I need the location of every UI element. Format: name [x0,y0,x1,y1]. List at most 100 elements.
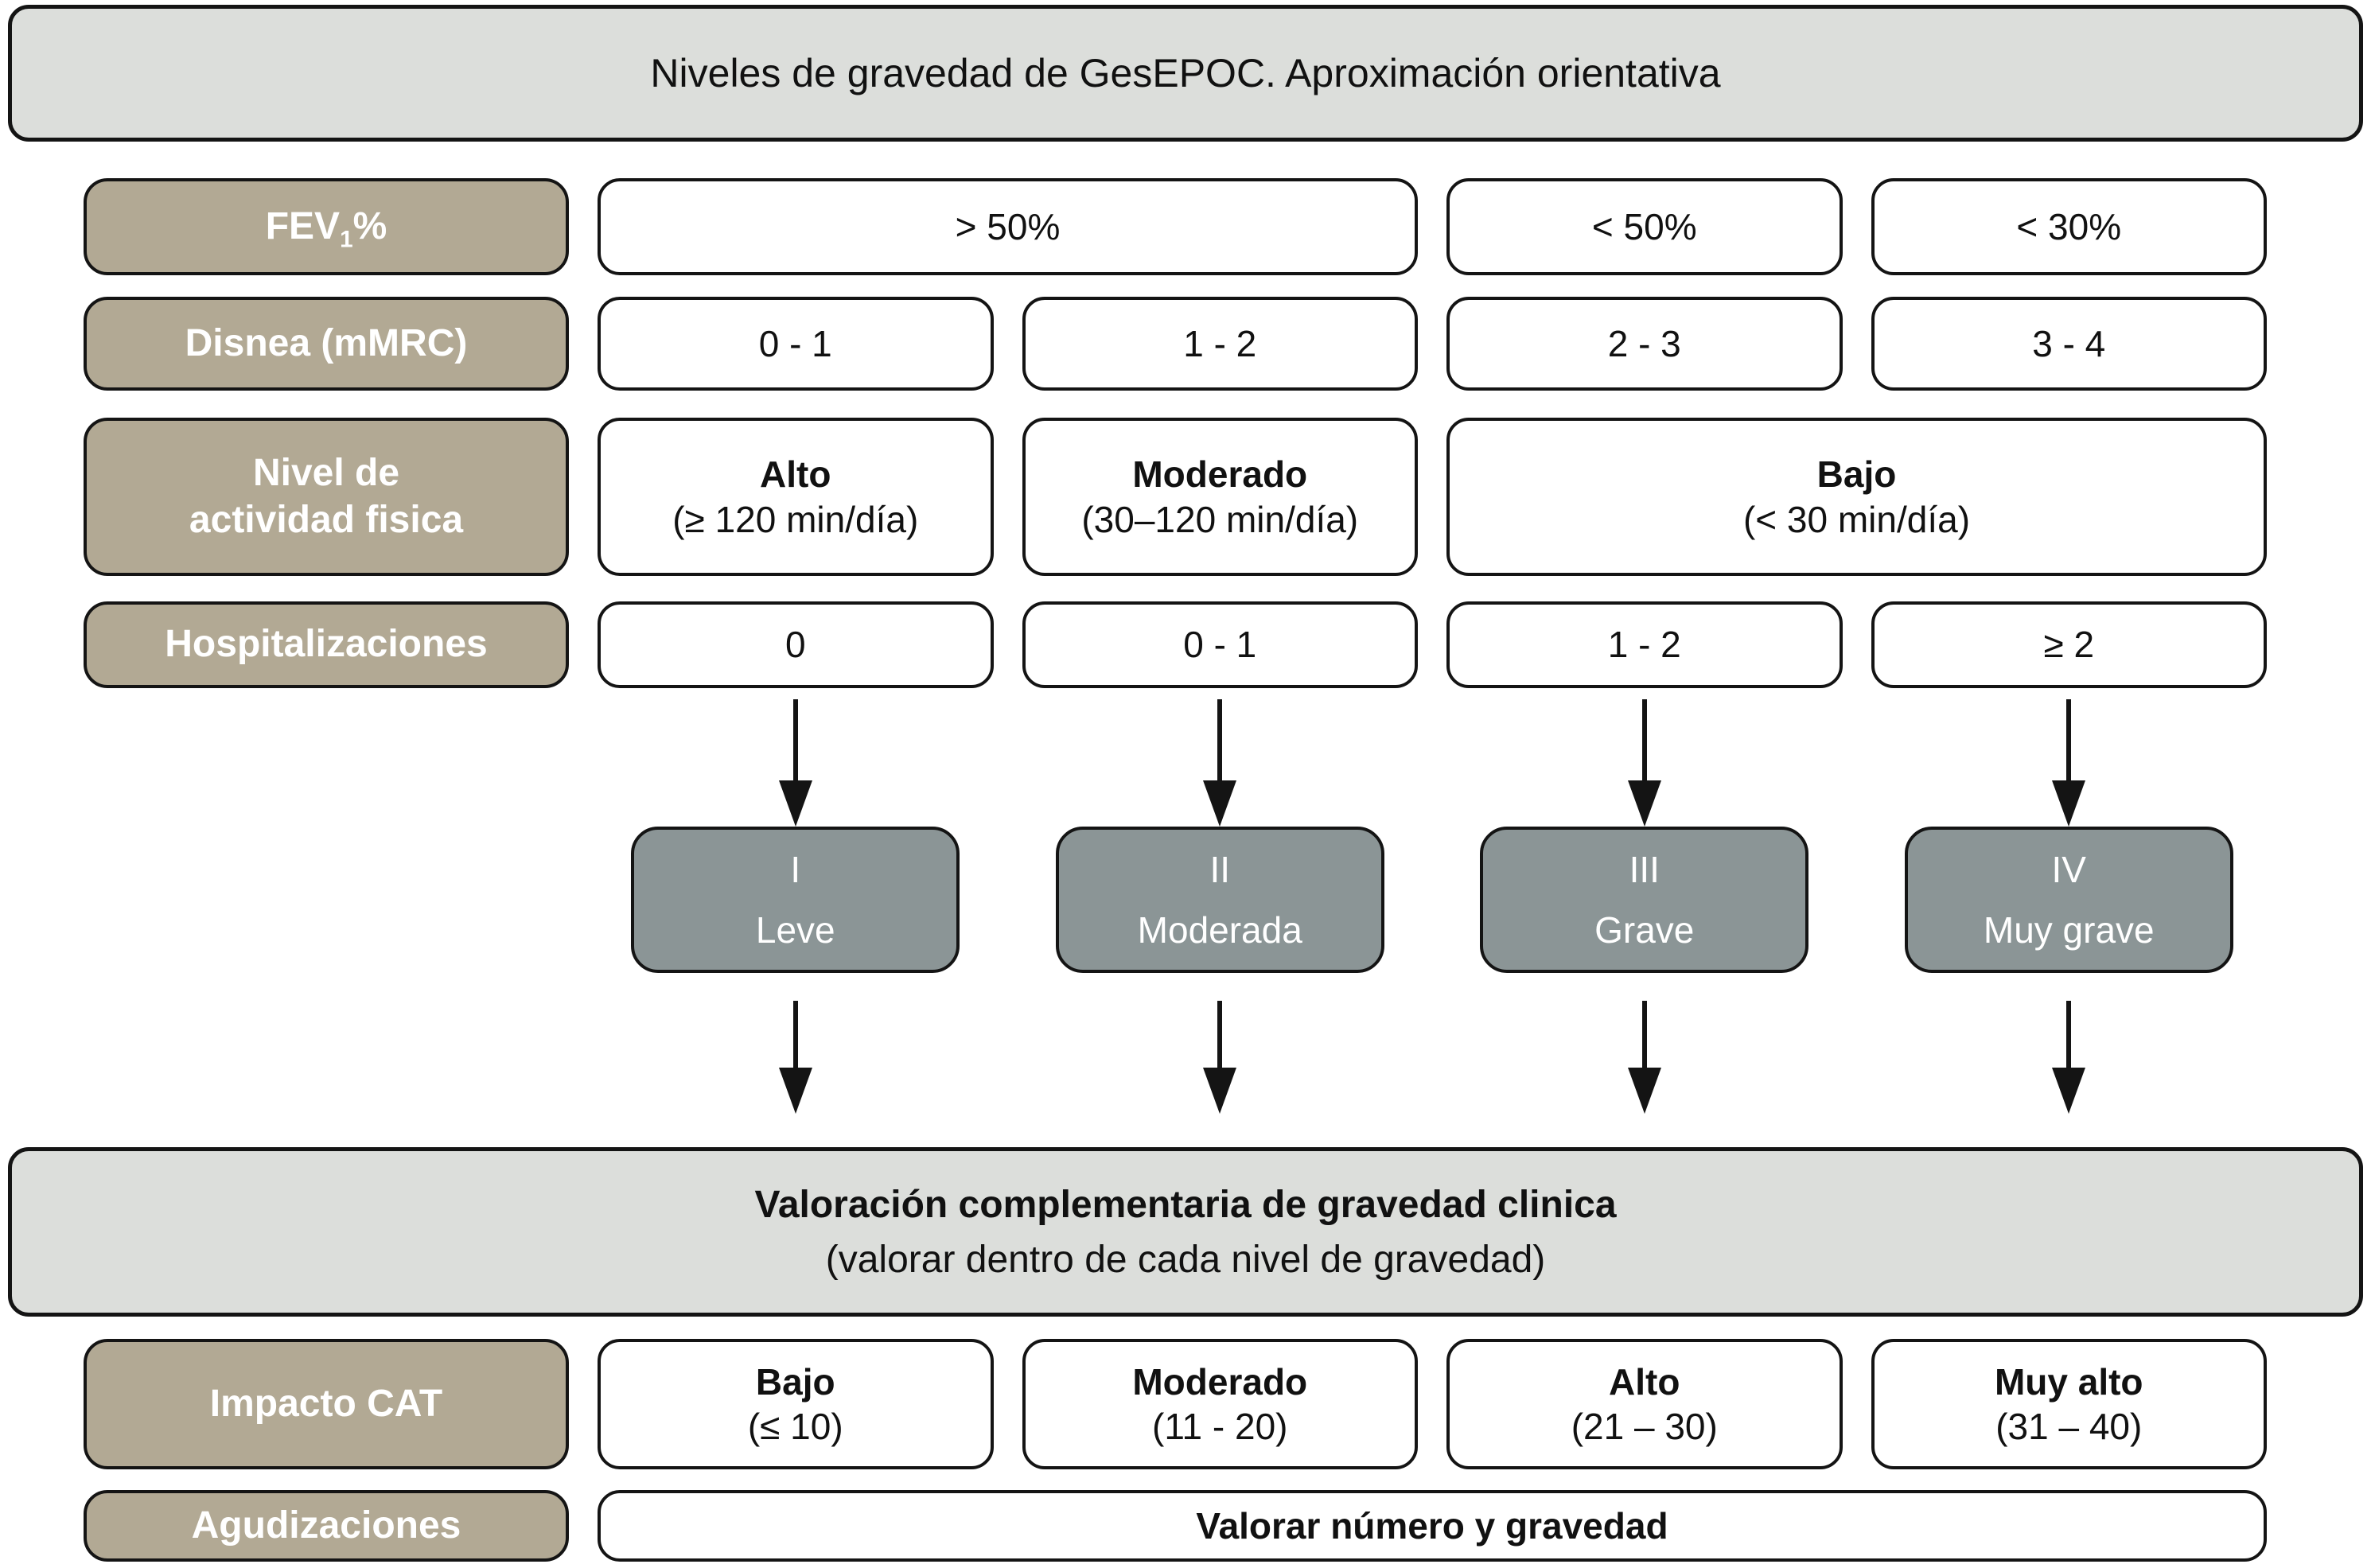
fev1-label-post: % [352,204,387,247]
down-arrow-icon [1446,1001,1843,1114]
actividad-label-line2: actividad fisica [189,498,464,541]
impacto-cat-label: Impacto CAT [84,1339,569,1469]
down-arrow-icon [1022,1001,1419,1114]
down-arrow-icon [1871,1001,2268,1114]
cat-value-muy-alto: Muy alto (31 – 40) [1871,1339,2267,1469]
disnea-value-4: 3 - 4 [1871,297,2267,391]
arrow-head [1627,780,1661,827]
disnea-value-4-text: 3 - 4 [2032,322,2106,364]
hosp-value-3: 1 - 2 [1446,601,1843,688]
level-4-numeral: IV [2051,849,2086,890]
actividad-bajo-title: Bajo [1816,453,1897,496]
fev1-label-pre: FEV [265,204,341,247]
disnea-value-3: 2 - 3 [1446,297,1843,391]
hosp-value-1-text: 0 [784,624,806,666]
diagram-title: Niveles de gravedad de GesEPOC. Aproxima… [650,51,1721,95]
level-box-1-leve: I Leve [631,827,960,973]
actividad-value-bajo: Bajo (< 30 min/día) [1446,418,2267,576]
arrows-to-levels [0,688,2371,827]
assessment-subtitle: (valorar dentro de cada nivel de graveda… [825,1238,1546,1281]
arrow-shaft [792,1001,798,1068]
fev1-value-gt50: > 50% [598,178,1418,275]
assessment-bar: Valoración complementaria de gravedad cl… [8,1147,2363,1317]
fev1-value-lt50-text: < 50% [1591,205,1697,247]
hospitalizaciones-label: Hospitalizaciones [84,601,569,688]
cat-value-moderado: Moderado (11 - 20) [1022,1339,1418,1469]
actividad-bajo-range: (< 30 min/día) [1742,498,1971,540]
arrow-head [1203,1068,1237,1114]
cat-alto-range: (21 – 30) [1571,1406,1718,1447]
disnea-value-1-text: 0 - 1 [758,322,832,364]
fev1-label-text: FEV1% [266,204,387,251]
actividad-value-moderado: Moderado (30–120 min/día) [1022,418,1418,576]
actividad-label-line1: Nivel de [252,451,400,494]
assessment-title: Valoración complementaria de gravedad cl… [754,1183,1617,1226]
level-box-3-grave: III Grave [1480,827,1809,973]
hosp-value-3-text: 1 - 2 [1607,624,1681,666]
level-box-2-moderada: II Moderada [1055,827,1384,973]
arrow-head [1627,1068,1661,1114]
level-2-name: Moderada [1137,909,1302,951]
fev1-value-gt50-text: > 50% [955,205,1061,247]
fev1-label: FEV1% [84,178,569,275]
actividad-moderado-title: Moderado [1132,453,1308,496]
actividad-alto-range: (≥ 120 min/día) [672,498,919,540]
actividad-moderado-range: (30–120 min/día) [1081,498,1359,540]
impacto-cat-label-text: Impacto CAT [209,1382,443,1425]
hosp-value-4-text: ≥ 2 [2043,624,2095,666]
hospitalizaciones-label-text: Hospitalizaciones [165,623,488,666]
cat-muy-alto-title: Muy alto [1994,1360,2143,1403]
level-1-name: Leve [755,909,835,951]
down-arrow-icon [598,1001,994,1114]
row-fev1: FEV1% > 50% < 50% < 30% [0,178,2371,275]
level-3-numeral: III [1629,849,1660,890]
agudizaciones-label-text: Agudizaciones [191,1504,461,1547]
level-box-4-muy-grave: IV Muy grave [1904,827,2233,973]
level-4-name: Muy grave [1983,909,2155,951]
hosp-value-2: 0 - 1 [1022,601,1418,688]
actividad-value-alto: Alto (≥ 120 min/día) [598,418,994,576]
disnea-label-text: Disnea (mMRC) [185,321,468,364]
cat-bajo-range: (≤ 10) [747,1406,843,1447]
row-agudizaciones: Agudizaciones Valorar número y gravedad [0,1490,2371,1562]
arrow-shaft [1217,1001,1223,1068]
agudizaciones-value: Valorar número y gravedad [598,1490,2267,1562]
level-3-name: Grave [1594,909,1695,951]
arrow-head [778,1068,812,1114]
cat-moderado-title: Moderado [1132,1360,1308,1403]
arrow-head [2052,1068,2086,1114]
arrow-shaft [792,699,798,780]
down-arrow-icon [1871,699,2268,827]
title-bar: Niveles de gravedad de GesEPOC. Aproxima… [8,5,2363,142]
actividad-alto-title: Alto [760,453,831,496]
arrows-to-assessment [0,973,2371,1147]
disnea-value-3-text: 2 - 3 [1607,322,1681,364]
row-actividad: Nivel de actividad fisica Alto (≥ 120 mi… [0,418,2371,576]
level-1-numeral: I [790,849,801,890]
down-arrow-icon [598,699,994,827]
actividad-label: Nivel de actividad fisica [84,418,569,576]
cat-moderado-range: (11 - 20) [1152,1406,1288,1447]
row-hospitalizaciones: Hospitalizaciones 0 0 - 1 1 - 2 ≥ 2 [0,601,2371,688]
down-arrow-icon [1022,699,1419,827]
arrow-head [1203,780,1237,827]
cat-alto-title: Alto [1609,1360,1680,1403]
level-2-numeral: II [1209,849,1231,890]
arrow-shaft [2066,1001,2072,1068]
disnea-value-1: 0 - 1 [598,297,994,391]
arrow-shaft [2066,699,2072,780]
arrow-shaft [1641,699,1647,780]
agudizaciones-value-text: Valorar número y gravedad [1196,1504,1668,1547]
fev1-label-sub: 1 [340,226,353,253]
down-arrow-icon [1446,699,1843,827]
fev1-value-lt30-text: < 30% [2016,205,2122,247]
hosp-value-1: 0 [598,601,994,688]
cat-muy-alto-range: (31 – 40) [1995,1406,2143,1447]
fev1-value-lt50: < 50% [1446,178,1843,275]
cat-bajo-title: Bajo [755,1360,835,1403]
arrow-head [778,780,812,827]
disnea-value-2: 1 - 2 [1022,297,1418,391]
row-disnea: Disnea (mMRC) 0 - 1 1 - 2 2 - 3 3 - 4 [0,297,2371,391]
disnea-value-2-text: 1 - 2 [1183,322,1257,364]
